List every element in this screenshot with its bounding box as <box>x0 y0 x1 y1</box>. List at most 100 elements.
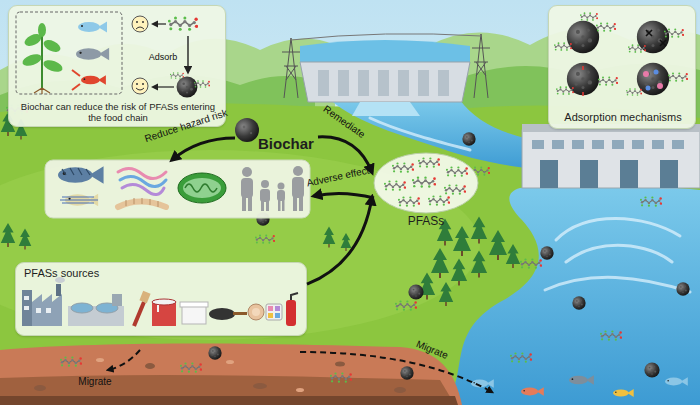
power-station-part <box>532 140 684 149</box>
curved-arrow <box>318 137 372 173</box>
lake-fish-part <box>471 379 494 388</box>
conifer-tree-part <box>19 229 32 250</box>
migrate-arrow-part <box>300 352 492 392</box>
annotation-label: Migrate <box>415 339 450 361</box>
power-station <box>522 124 700 188</box>
conifer-tree-part <box>323 227 336 248</box>
sources-box: PFASs sources <box>15 262 307 336</box>
adsorption-mechanism-icons-part <box>582 66 584 96</box>
power-station-part-part <box>580 160 598 188</box>
migrate-arrow-part <box>108 350 140 370</box>
food-chain-panel-part-part <box>38 23 46 37</box>
organism-panel-part-part <box>282 199 285 211</box>
curved-arrow <box>307 197 372 284</box>
river-part-part <box>370 118 470 150</box>
node-text: PFASs <box>372 215 480 229</box>
lake-fish-part <box>613 389 634 397</box>
panel-box: Adsorption mechanisms <box>548 5 696 129</box>
source-icons-part-part <box>275 306 280 311</box>
source-icons-part <box>157 305 159 312</box>
organism-panel-part-part <box>266 200 269 211</box>
source-icons-part-part <box>268 313 273 318</box>
pfas-cluster-part <box>412 176 436 187</box>
power-station-part <box>540 160 678 188</box>
source-icons-part-part <box>24 296 29 300</box>
dam-part-part <box>358 70 369 96</box>
soil-layer-part <box>0 396 458 405</box>
pfas-molecule-part <box>255 234 275 243</box>
food-chain-panel-part <box>168 17 198 31</box>
biochar-particle-part <box>676 282 689 295</box>
curved-arrow-part <box>314 193 374 198</box>
dam-part-part <box>418 70 429 96</box>
conifer-tree-part <box>489 230 507 260</box>
organism-panel-part-part <box>260 189 270 202</box>
biochar-particle-part <box>408 284 423 299</box>
node-text: Biochar <box>258 135 314 152</box>
pfas-molecule-part <box>330 372 352 382</box>
source-icons-part <box>152 299 176 305</box>
node-text: PFASs sources <box>24 267 99 280</box>
source-icons-part <box>68 306 124 326</box>
dam-part-part <box>318 70 329 96</box>
organism-panel-part-part <box>118 168 166 178</box>
food-chain-panel-part <box>34 88 50 94</box>
face-icon-part <box>142 83 144 85</box>
river-part-part <box>545 277 690 292</box>
adsorption-mechanism-icons-part-part <box>646 86 651 91</box>
organism-panel-part <box>45 160 310 218</box>
power-station-part-part <box>592 140 604 149</box>
face-icon-part <box>136 88 144 90</box>
organism-panel-part <box>58 166 104 183</box>
source-icons-part <box>286 300 296 326</box>
organism-panel-part <box>62 168 90 175</box>
river-part-part <box>556 219 680 241</box>
adsorption-mechanism-icons-part-part <box>654 70 659 75</box>
conifer-tree-part <box>453 226 471 256</box>
pfas-molecule-part <box>600 330 622 340</box>
source-icons-part <box>180 302 208 307</box>
dam-part <box>300 62 470 102</box>
organism-panel-part-part <box>278 199 281 211</box>
biochar-particle-part <box>400 366 413 379</box>
adsorption-mechanism-icons-part <box>637 63 669 95</box>
migrate-arrow <box>108 350 492 392</box>
organism-panel-part <box>178 173 226 203</box>
power-pylon-part <box>282 38 300 98</box>
dam-part-part <box>378 70 389 96</box>
adsorption-mechanism-icons-part <box>598 76 618 85</box>
adsorption-mechanism-icons-part <box>556 86 574 94</box>
organism-panel-part-part <box>278 183 285 190</box>
source-icons-part <box>32 294 62 326</box>
food-chain-panel-part <box>41 34 43 90</box>
source-icons-part <box>24 296 51 313</box>
food-chain-panel-part <box>16 12 122 94</box>
soil-layer-part-part <box>34 385 46 391</box>
source-icons-part-part <box>24 306 29 310</box>
soil-layer-part <box>96 358 304 392</box>
biochar-particle <box>208 132 689 379</box>
organism-panel-part-part <box>120 176 166 186</box>
organism-panel-part <box>185 184 217 192</box>
food-chain-panel-part-part <box>42 58 64 74</box>
source-icons-part <box>252 308 260 316</box>
food-chain-panel-part <box>187 36 188 72</box>
power-station-part-part <box>540 160 558 188</box>
food-chain-panel <box>16 12 210 97</box>
dam-part-part <box>398 70 409 96</box>
face-icon-part <box>136 27 144 29</box>
power-station-part-part <box>632 140 644 149</box>
adsorption-mechanism-icons-part <box>567 21 599 53</box>
food-chain-panel-part <box>177 77 198 98</box>
source-icons-part <box>209 308 235 320</box>
node-text: Adsorption mechanisms <box>549 111 697 124</box>
source-icons-part-part <box>46 308 51 313</box>
pfas-molecule-part <box>180 362 202 372</box>
adsorption-mechanism-icons-part <box>554 42 572 50</box>
source-icons-part <box>291 293 298 300</box>
grass-field <box>0 150 480 340</box>
adsorption-mechanism-icons-part <box>567 63 599 95</box>
soil-layer-part-part <box>226 360 234 364</box>
